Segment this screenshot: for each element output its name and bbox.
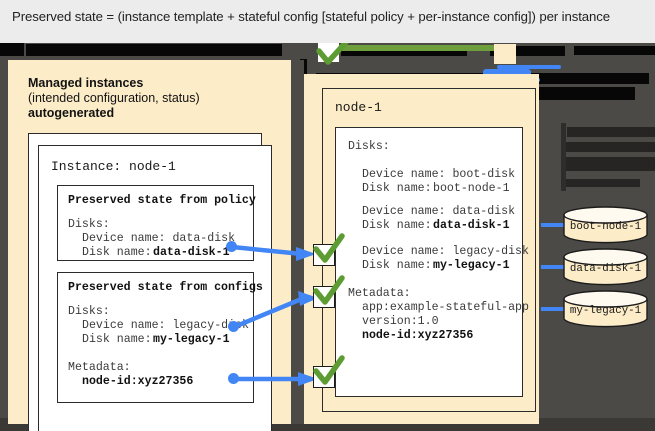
configs-metadata-label: Metadata: — [68, 361, 131, 374]
top-cream-square — [494, 44, 516, 64]
checkbox-legacy-disk — [313, 286, 335, 308]
node-inner-box: Disks: Device name: boot-disk Disk name:… — [335, 127, 529, 397]
configs-disks-label: Disks: — [68, 305, 110, 318]
redaction-bar-10 — [565, 142, 655, 152]
data-disk-name-prefix: Disk name: — [362, 219, 432, 232]
connector-dot-configs-metadata — [228, 373, 239, 384]
managed-instances-title: Managed instances — [28, 76, 144, 90]
disk-lead-data — [541, 265, 571, 269]
preserved-state-configs-box: Preserved state from configs Disks: Devi… — [57, 272, 263, 403]
configs-device-name: Device name: legacy-disk — [82, 319, 249, 332]
boot-disk-name-prefix: Disk name: — [362, 182, 432, 195]
managed-instances-autogenerated: autogenerated — [28, 106, 115, 120]
node-metadata-label: Metadata: — [348, 287, 411, 300]
connector-dot-configs-legacy — [228, 321, 239, 332]
node-card: node-1 Disks: Device name: boot-disk Dis… — [322, 88, 536, 412]
caption-text: Preserved state = (instance template + s… — [12, 9, 610, 24]
top-check-box — [318, 43, 339, 62]
redaction-bar-4 — [490, 46, 565, 56]
disk-lead-boot — [541, 223, 571, 227]
legacy-disk-name-prefix: Disk name: — [362, 259, 432, 272]
node-metadata-version: version:1.0 — [362, 315, 439, 328]
policy-device-name: Device name: data-disk — [82, 232, 236, 245]
instance-title: Instance: node-1 — [51, 159, 176, 174]
redaction-bar-13 — [561, 123, 566, 191]
configs-metadata-value: node-id:xyz27356 — [82, 375, 194, 388]
boot-disk-name-value: boot-node-1 — [433, 182, 510, 195]
top-green-line — [338, 45, 514, 51]
redaction-bar-12 — [566, 179, 640, 187]
redaction-bar-9 — [567, 127, 655, 137]
legacy-disk-device: Device name: legacy-disk — [362, 245, 529, 258]
panel-divider — [291, 60, 304, 424]
data-disk-name-value: data-disk-1 — [433, 219, 510, 232]
configs-disk-name-value: my-legacy-1 — [153, 333, 230, 346]
actual-instance-panel: node-1 Disks: Device name: boot-disk Dis… — [304, 74, 539, 424]
connector-dot-policy-disk — [226, 241, 237, 252]
caption-banner: Preserved state = (instance template + s… — [0, 0, 655, 44]
node-title: node-1 — [335, 100, 382, 115]
data-disk-device: Device name: data-disk — [362, 205, 516, 218]
disk-cylinder-my-legacy-1: my-legacy-1 — [563, 290, 648, 328]
configs-box-title: Preserved state from configs — [68, 281, 263, 294]
redaction-bar-5 — [574, 46, 655, 55]
blue-scribble-tail — [497, 65, 561, 69]
checkbox-metadata — [313, 366, 335, 388]
policy-disk-name-value: data-disk-1 — [153, 246, 230, 259]
diagram-canvas: Managed instances (intended configuratio… — [0, 43, 655, 431]
policy-disk-name-prefix: Disk name: — [82, 246, 152, 259]
connector-line-policy-disk — [231, 244, 316, 261]
preserved-state-policy-box: Preserved state from policy Disks: Devic… — [57, 185, 256, 261]
disk-lead-legacy — [541, 307, 571, 311]
policy-box-title: Preserved state from policy — [68, 194, 256, 207]
managed-instances-subtitle: (intended configuration, status) — [28, 91, 200, 105]
connector-line-configs-metadata — [234, 372, 318, 386]
redaction-bar-2 — [26, 44, 282, 56]
redaction-bar-1 — [0, 43, 24, 56]
boot-disk-device: Device name: boot-disk — [362, 168, 516, 181]
disk-cylinder-data-disk-1: data-disk-1 — [563, 248, 648, 286]
node-metadata-nodeid: node-id:xyz27356 — [362, 329, 474, 342]
node-metadata-app: app:example-stateful-app — [362, 301, 529, 314]
connector-line-configs-legacy — [233, 291, 318, 330]
redaction-bar-11 — [565, 157, 655, 171]
legacy-disk-name-value: my-legacy-1 — [433, 259, 510, 272]
configs-disk-name-prefix: Disk name: — [82, 333, 152, 346]
node-disks-label: Disks: — [348, 140, 390, 153]
disk-cylinder-boot-node-1: boot-node-1 — [563, 206, 648, 244]
policy-disks-label: Disks: — [68, 218, 110, 231]
checkbox-data-disk — [313, 244, 335, 266]
managed-instances-panel: Managed instances (intended configuratio… — [8, 60, 291, 431]
